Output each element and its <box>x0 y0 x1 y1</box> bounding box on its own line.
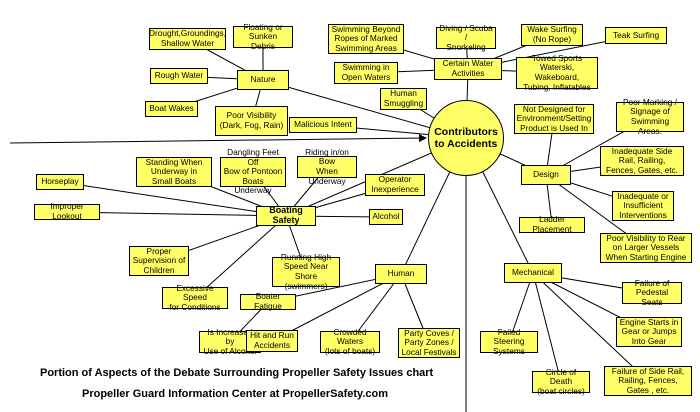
teak-surfing-node: Teak Surfing <box>605 27 667 44</box>
nature-node: Nature <box>237 70 289 90</box>
swimming-open-waters-node: Swimming in Open Waters <box>334 62 398 84</box>
boater-fatigue-node: Boater Fatigue <box>240 292 296 311</box>
alcohol-node: Alcohol <box>369 209 403 225</box>
increased-alcohol-node: Is Increased by Use of Alcohol <box>199 327 261 356</box>
improper-lookout-node: Improper Lookout <box>34 202 100 221</box>
engine-in-gear-node: Engine Starts in Gear or Jumps Into Gear <box>616 317 682 347</box>
horseplay-node: Horseplay <box>36 174 84 190</box>
failed-steering-node: Failed Steering Systems <box>480 327 538 356</box>
mechanical-node: Mechanical <box>504 263 562 283</box>
dangling-feet-node: Dangling Feet Off Bow of Pontoon Boats U… <box>220 147 286 195</box>
connector-mechanical-node-to-circle-of-death-node <box>532 272 562 383</box>
contributors-to-accidents-node: Contributors to Accidents <box>428 100 504 176</box>
connector-human-node-to-crowded-waters-node <box>349 273 402 343</box>
connector-boating-safety-node-to-horseplay-node <box>59 181 287 217</box>
connector-mechanical-node-to-failed-steering-node <box>508 272 534 343</box>
boating-safety-node: Boating Safety <box>256 206 316 226</box>
wake-surfing-node: Wake Surfing (No Rope) <box>521 24 583 46</box>
running-high-speed-node: Running High Speed Near Shore (swimmers) <box>272 252 340 290</box>
human-smuggling-node: Human Smuggling <box>380 88 427 110</box>
circle-of-death-node: Circle of Death (boat circles) <box>532 367 590 396</box>
crowded-waters-node: Crowded Waters (lots of boats) <box>320 327 380 356</box>
rear-visibility-node: Poor Visibility to Rear on Larger Vessel… <box>600 233 692 263</box>
ladder-placement-node: Ladder Placement <box>519 215 585 234</box>
drought-node: Drought,Groundings, Shallow Water <box>148 28 227 50</box>
connector-boating-safety-node-to-improper-lookout-node <box>66 211 287 217</box>
water-activities-node: Certain Water Activities <box>434 58 502 80</box>
connector-mechanical-node-to-side-rail-failure-node <box>532 272 649 382</box>
boat-wakes-node: Boat Wakes <box>145 101 198 117</box>
design-node: Design <box>521 165 571 185</box>
towed-sports-node: Towed Sports Waterski, Wakeboard, Tubing… <box>516 53 598 91</box>
connector-boating-safety-node-to-excessive-speed-node <box>194 215 287 299</box>
poor-visibility-node: Poor Visibility (Dark, Fog, Rain) <box>215 106 288 136</box>
hit-and-run-node: Hit and Run Accidents <box>246 330 298 352</box>
party-coves-node: Party Coves / Party Zones / Local Festiv… <box>398 328 460 358</box>
rough-water-node: Rough Water <box>150 68 208 84</box>
inadequate-side-rail-node: Inadequate Side Rail, Railing, Fences, G… <box>600 146 684 176</box>
excessive-speed-node: Excessive Speed for Conditions <box>162 283 228 312</box>
incoming-arrow <box>9 134 427 144</box>
standing-underway-node: Standing When Underway in Small Boats <box>136 157 212 187</box>
not-designed-node: Not Designed for Environment/Setting Pro… <box>514 104 594 134</box>
footer-source: Propeller Guard Information Center at Pr… <box>82 388 389 400</box>
side-rail-failure-node: Failure of Side Rail, Railing, Fences, G… <box>604 366 692 396</box>
pedestal-seats-node: Failure of Pedestal Seats <box>622 278 682 307</box>
insufficient-interventions-node: Inadequate or Insufficient Interventions <box>612 191 674 221</box>
human-node: Human <box>375 264 427 284</box>
swimming-beyond-ropes-node: Swimming Beyond Ropes of Marked Swimming… <box>328 24 404 54</box>
poor-marking-node: Poor Marking / Signage of Swimming Areas… <box>616 97 684 135</box>
riding-bow-node: Riding in/on Bow When Underway <box>297 147 357 185</box>
footer-title: Portion of Aspects of the Debate Surroun… <box>40 367 434 379</box>
operator-inexperience-node: Operator Inexperience <box>365 174 425 196</box>
floating-debris-node: Floating or Sunken Debris <box>233 22 293 51</box>
malicious-intent-node: Malicious Intent <box>289 117 357 133</box>
connector-human-node-to-hit-and-run-node <box>271 273 402 342</box>
diving-node: Diving / Scuba / Snorkeling <box>436 23 496 52</box>
proper-supervision-node: Proper Supervision of Children <box>129 246 189 276</box>
